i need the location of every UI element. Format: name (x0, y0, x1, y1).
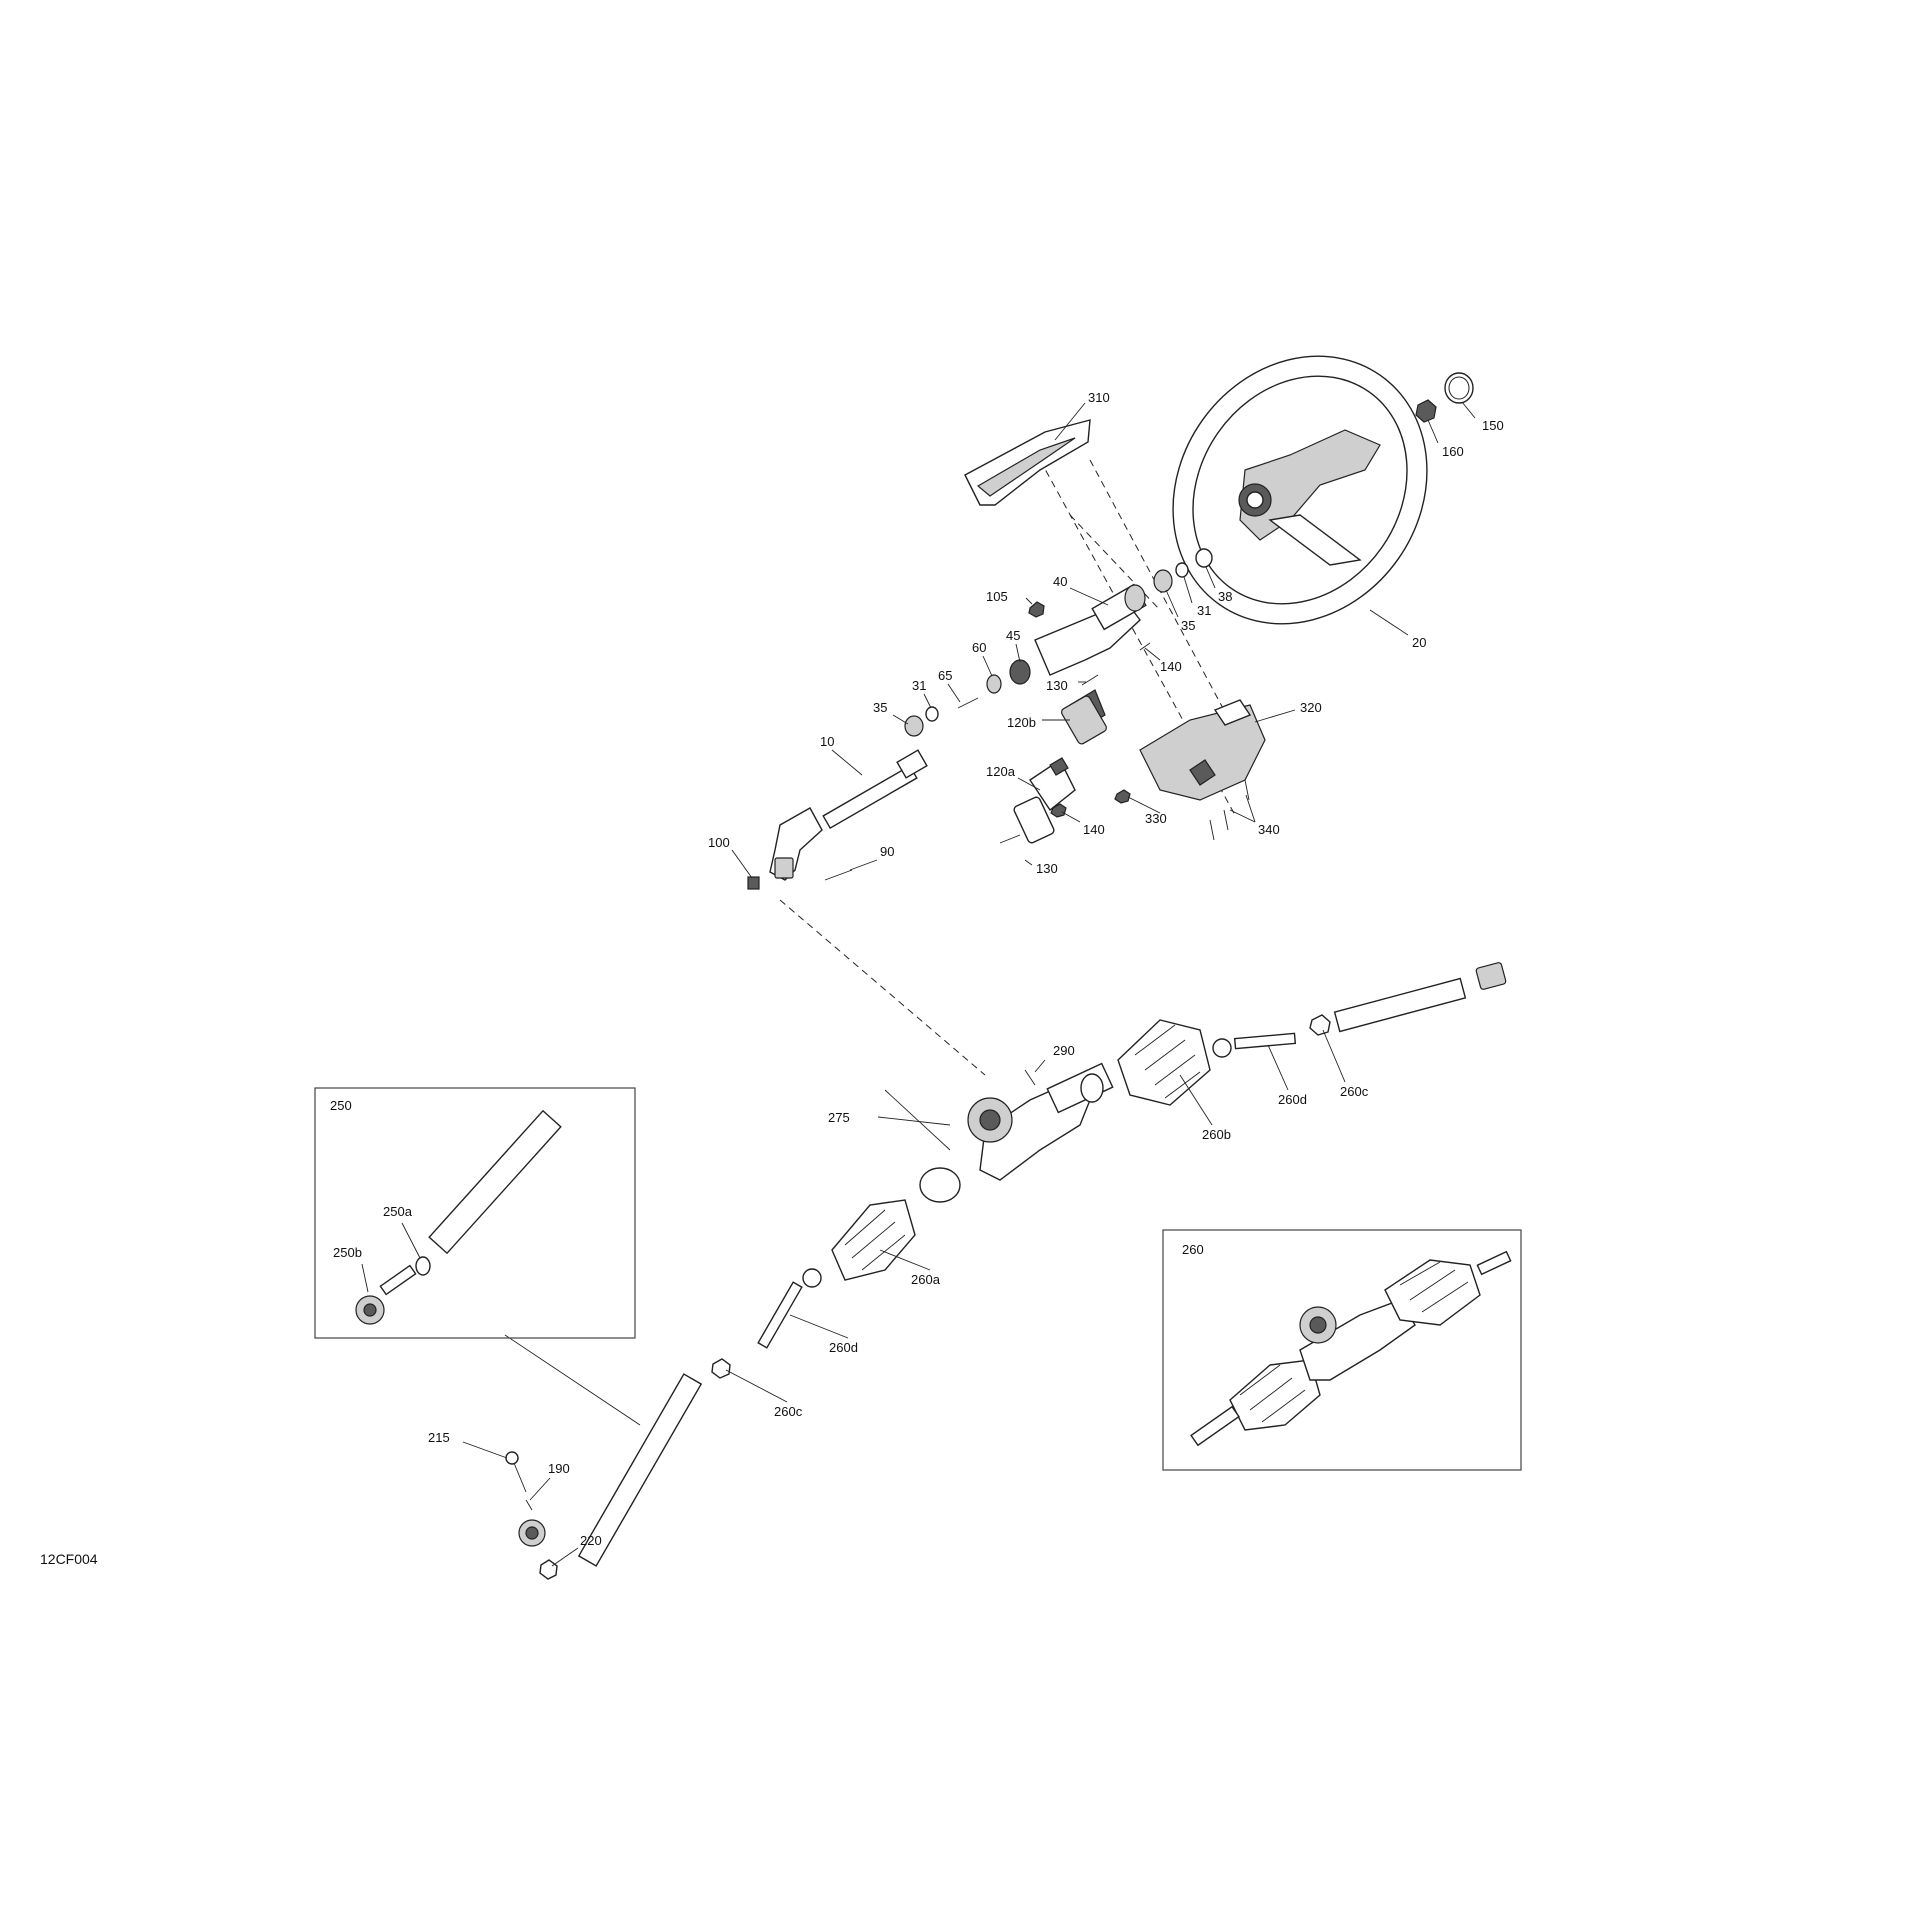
screw-130-bot (999, 834, 1021, 844)
steering-rack-housing (967, 1062, 1114, 1181)
callout-35-top: 35 (1181, 618, 1195, 633)
screw-140-top (1139, 642, 1151, 651)
steering-shaft-10 (769, 749, 928, 881)
callout-120a: 120a (986, 764, 1016, 779)
lower-shroud-320 (1139, 699, 1266, 801)
upper-shroud-310 (964, 419, 1091, 506)
callout-35-mid: 35 (873, 700, 887, 715)
callout-275: 275 (828, 1110, 850, 1125)
tilt-lever-120a (1013, 757, 1076, 844)
bushing-35-mid (904, 715, 924, 737)
bolt-275 (884, 1089, 951, 1151)
inset-250-title: 250 (330, 1098, 352, 1113)
callout-150: 150 (1482, 418, 1504, 433)
ring-150 (1444, 372, 1474, 404)
callout-260d-right: 260d (1278, 1092, 1307, 1107)
callout-215: 215 (428, 1430, 450, 1445)
callout-10: 10 (820, 734, 834, 749)
callout-320: 320 (1300, 700, 1322, 715)
column-tube-40 (1028, 583, 1147, 676)
callout-45: 45 (1006, 628, 1020, 643)
screw-130-top (1081, 674, 1099, 686)
callout-38: 38 (1218, 589, 1232, 604)
tilt-damper-120b (1061, 689, 1107, 745)
bushing-35-top (1153, 569, 1173, 593)
inset-260: 260 (1162, 1229, 1522, 1471)
bushing-45 (1009, 659, 1031, 685)
bellows-260a (831, 1199, 916, 1281)
callout-260d-left: 260d (829, 1340, 858, 1355)
figure-code: 12CF004 (40, 1551, 98, 1567)
callout-260a: 260a (911, 1272, 941, 1287)
callout-130-top: 130 (1046, 678, 1068, 693)
callout-40: 40 (1053, 574, 1067, 589)
callout-220: 220 (580, 1533, 602, 1548)
inset-250-label-b: 250b (333, 1245, 362, 1260)
tie-rod-right (1333, 962, 1507, 1033)
callout-100: 100 (708, 835, 730, 850)
inset-250-label-a: 250a (383, 1204, 413, 1219)
callout-330: 330 (1145, 811, 1167, 826)
bolt-90 (824, 869, 853, 881)
screw-65 (957, 697, 979, 709)
bellows-260b (1117, 1019, 1211, 1106)
washer-31-mid (925, 706, 939, 722)
tie-rod-left (518, 1373, 703, 1567)
callout-130-bot: 130 (1036, 861, 1058, 876)
screw-330 (1114, 789, 1131, 804)
callout-105: 105 (986, 589, 1008, 604)
washer-190 (525, 1499, 533, 1511)
inset-250: 250 250a 250b (314, 1087, 636, 1339)
callout-290: 290 (1053, 1043, 1075, 1058)
callout-120b: 120b (1007, 715, 1036, 730)
nut-260c-left (711, 1358, 731, 1379)
callout-260c-right: 260c (1340, 1084, 1369, 1099)
inner-tie-rod-260d-left (757, 1268, 822, 1349)
callout-160: 160 (1442, 444, 1464, 459)
inner-tie-rod-260d-right (1212, 1032, 1297, 1058)
ring-38 (1195, 548, 1213, 568)
washer-31-top (1175, 562, 1189, 578)
steering-wheel-20 (1172, 355, 1428, 625)
callout-31-top: 31 (1197, 603, 1211, 618)
washer-60 (986, 674, 1002, 694)
nut-220 (539, 1559, 558, 1580)
callout-labels: 310 150 160 40 105 35 31 38 20 60 45 65 … (40, 390, 1504, 1567)
callout-60: 60 (972, 640, 986, 655)
callout-260b: 260b (1202, 1127, 1231, 1142)
nut-160 (1415, 399, 1437, 423)
leader-lines (462, 401, 1476, 1567)
callout-20: 20 (1412, 635, 1426, 650)
screw-140-bot (1050, 803, 1067, 818)
inset-260-title: 260 (1182, 1242, 1204, 1257)
callout-140-top: 140 (1160, 659, 1182, 674)
screws-340 (1209, 779, 1250, 841)
callout-190: 190 (548, 1461, 570, 1476)
callout-90: 90 (880, 844, 894, 859)
bushing-rack-left (919, 1167, 961, 1203)
callout-340: 340 (1258, 822, 1280, 837)
callout-260c-left: 260c (774, 1404, 803, 1419)
nut-260c-right (1309, 1014, 1331, 1036)
bolt-290 (1024, 1069, 1036, 1086)
callout-65: 65 (938, 668, 952, 683)
bolt-215 (505, 1451, 527, 1493)
callout-310: 310 (1088, 390, 1110, 405)
nut-100 (747, 876, 760, 890)
callout-31-mid: 31 (912, 678, 926, 693)
callout-140-bot: 140 (1083, 822, 1105, 837)
